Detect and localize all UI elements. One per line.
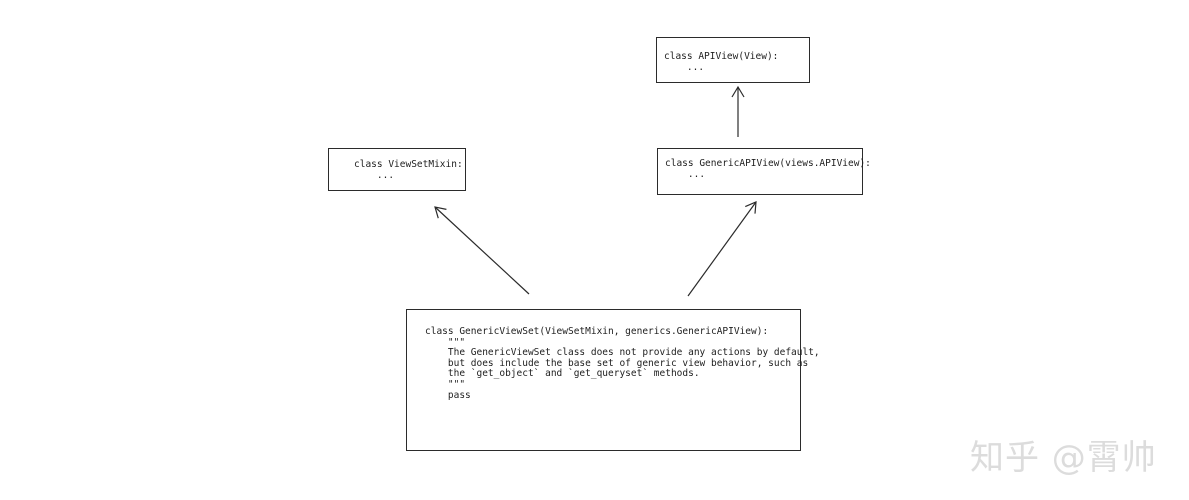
code-line: class GenericViewSet(ViewSetMixin, gener… <box>425 326 769 337</box>
code-line: """ <box>425 336 466 348</box>
arrow-genericviewset-to-genericapiview <box>687 201 757 297</box>
code-line: the `get_object` and `get_queryset` meth… <box>425 368 700 380</box>
genericapiview-class-box: class GenericAPIView(views.APIView): ... <box>657 148 871 195</box>
genericviewset-class-code: class GenericViewSet(ViewSetMixin, gener… <box>425 326 820 401</box>
viewsetmixin-class-box: class ViewSetMixin: ... <box>328 148 466 191</box>
code-line: pass <box>425 389 471 401</box>
apiview-class-box: class APIView(View): ... <box>656 37 810 83</box>
arrow-genericviewset-to-viewsetmixin <box>434 206 530 295</box>
code-line: class APIView(View): <box>664 51 779 62</box>
code-line: ... <box>664 61 705 73</box>
code-line: ... <box>354 169 395 181</box>
genericviewset-class-box: class GenericViewSet(ViewSetMixin, gener… <box>406 309 820 451</box>
code-line: """ <box>425 378 466 390</box>
code-line: but does include the base set of generic… <box>425 357 809 369</box>
apiview-class-code: class APIView(View): ... <box>664 51 779 73</box>
code-line: class GenericAPIView(views.APIView): <box>665 158 871 169</box>
code-line: ... <box>665 168 706 180</box>
zhihu-watermark: 知乎 @霄帅 <box>970 438 1157 478</box>
viewsetmixin-class-code: class ViewSetMixin: ... <box>354 159 463 181</box>
code-line: The GenericViewSet class does not provid… <box>425 347 820 359</box>
code-line: class ViewSetMixin: <box>354 159 463 170</box>
genericapiview-class-code: class GenericAPIView(views.APIView): ... <box>665 158 871 180</box>
